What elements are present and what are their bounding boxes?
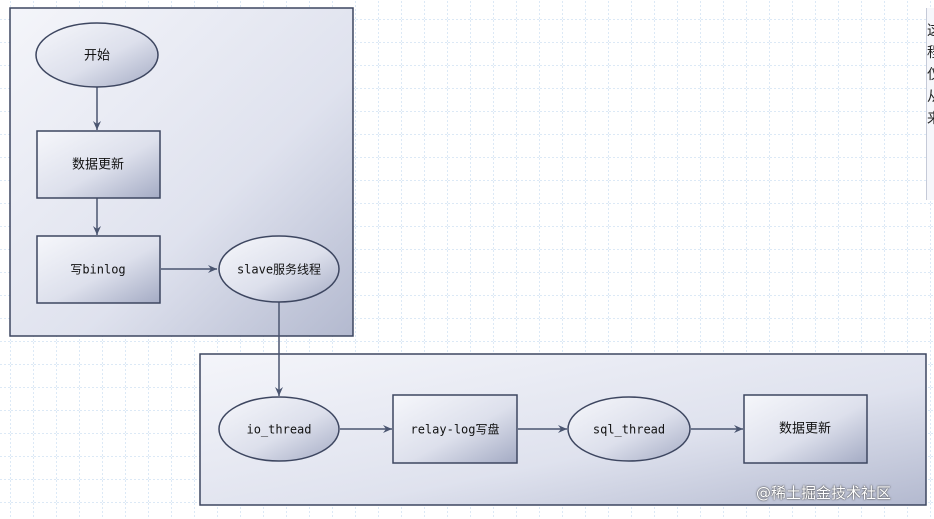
node-io-thread: io_thread: [218, 396, 340, 462]
node-slave-data-update: 数据更新: [743, 394, 868, 464]
node-io-thread-label: io_thread: [246, 423, 311, 437]
node-sql-thread-label: sql_thread: [593, 423, 665, 437]
node-slave-service-thread-label: slave服务线程: [237, 262, 321, 277]
side-char: 仅: [927, 64, 934, 86]
watermark: @稀土掘金技术社区: [756, 484, 892, 502]
node-start-label: 开始: [84, 49, 110, 64]
node-sql-thread: sql_thread: [567, 396, 691, 462]
node-write-binlog-label: 写binlog: [70, 263, 125, 277]
node-slave-service-thread: slave服务线程: [218, 235, 340, 303]
node-data-update-label: 数据更新: [72, 157, 124, 173]
node-write-binlog: 写binlog: [36, 235, 161, 304]
node-relay-log-write: relay-log写盘: [392, 394, 518, 464]
node-relay-log-write-label: relay-log写盘: [410, 422, 499, 437]
side-char: 这: [927, 20, 934, 42]
node-data-update: 数据更新: [36, 130, 161, 199]
side-panel-clipped: 这 程 仅 从 来: [926, 8, 934, 200]
node-slave-data-update-label: 数据更新: [779, 421, 831, 437]
side-char: 来: [927, 108, 934, 130]
side-char: 从: [927, 86, 934, 108]
node-start: 开始: [35, 22, 159, 88]
side-char: 程: [927, 42, 934, 64]
